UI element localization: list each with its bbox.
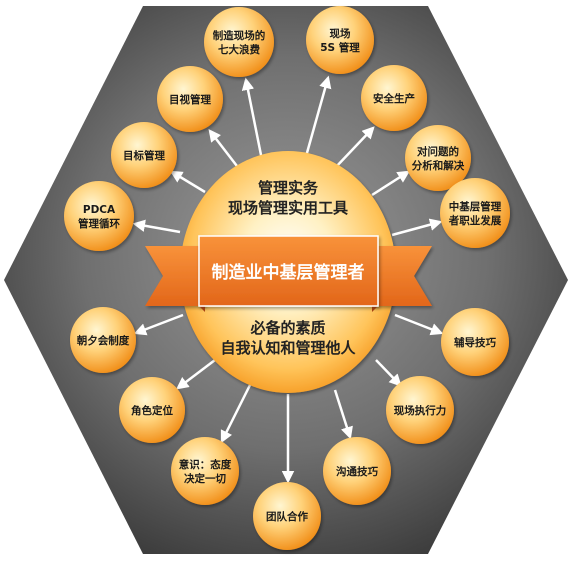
title-banner: 制造业中基层管理者 (145, 235, 432, 312)
node-career-arrow (391, 218, 443, 237)
node-waste-label-1: 制造现场的 (213, 29, 266, 42)
node-safety-circle (361, 65, 427, 131)
node-execution-circle (386, 376, 454, 444)
node-group: 制造现场的七大浪费现场5S 管理目视管理安全生产对问题的分析和解决中基层管理者职… (64, 6, 510, 550)
node-attitude-arrow (220, 384, 252, 444)
node-role: 角色定位 (119, 377, 185, 443)
node-visual-mgmt-arrow (208, 129, 241, 171)
node-waste-label-2: 七大浪费 (218, 43, 260, 56)
node-meeting-circle (70, 307, 136, 373)
node-attitude-circle (171, 437, 239, 505)
node-attitude-label-1: 意识：态度 (179, 458, 232, 471)
node-teamwork: 团队合作 (253, 482, 321, 550)
center-top-line-2: 现场管理实用工具 (228, 199, 348, 217)
node-communication-circle (323, 437, 391, 505)
banner-right-fold (372, 306, 378, 312)
center-bottom-line-1: 必备的素质 (249, 319, 325, 337)
node-visual-mgmt-label-1: 目视管理 (169, 93, 211, 106)
node-meeting-arrow (133, 313, 184, 336)
node-waste-circle (204, 7, 274, 77)
node-pdca-arrow (132, 219, 181, 234)
node-coaching: 辅导技巧 (441, 308, 509, 376)
node-problem-solving-arrow (371, 170, 411, 197)
node-5s-arrow (303, 75, 332, 161)
node-problem-solving-label-1: 对问题的 (417, 145, 459, 158)
node-visual-mgmt: 目视管理 (157, 66, 223, 132)
node-pdca-label-1: PDCA (83, 204, 116, 216)
node-coaching-circle (441, 308, 509, 376)
node-goal-mgmt: 目标管理 (111, 122, 177, 188)
node-5s-label-1: 现场 (330, 27, 351, 40)
node-meeting: 朝夕会制度 (70, 307, 136, 373)
node-goal-mgmt-circle (111, 122, 177, 188)
node-visual-mgmt-circle (157, 66, 223, 132)
node-role-circle (119, 377, 185, 443)
node-career-label-2: 者职业发展 (448, 214, 502, 227)
node-goal-mgmt-arrow (169, 170, 206, 194)
node-attitude-label-2: 决定一切 (184, 472, 226, 485)
node-safety-label-1: 安全生产 (373, 92, 415, 105)
node-execution: 现场执行力 (386, 376, 454, 444)
arrow-group (132, 75, 444, 484)
node-safety-arrow (334, 126, 375, 169)
node-career-label-1: 中基层管理 (449, 200, 502, 213)
node-communication: 沟通技巧 (323, 437, 391, 505)
node-teamwork-label-1: 团队合作 (266, 510, 308, 523)
center-bottom-line-2: 自我认知和管理他人 (220, 339, 356, 357)
node-pdca-circle (64, 181, 134, 251)
node-goal-mgmt-label-1: 目标管理 (123, 149, 165, 162)
node-teamwork-circle (253, 482, 321, 550)
node-meeting-label-1: 朝夕会制度 (77, 334, 130, 347)
banner-main (198, 235, 379, 307)
node-waste-arrow (241, 77, 264, 161)
node-pdca-label-2: 管理循环 (78, 217, 120, 230)
node-coaching-arrow (394, 313, 444, 336)
node-execution-arrow (375, 359, 402, 387)
node-5s-circle (306, 6, 374, 74)
node-role-label-1: 角色定位 (131, 404, 173, 417)
node-execution-label-1: 现场执行力 (394, 404, 447, 417)
node-coaching-label-1: 辅导技巧 (454, 336, 496, 349)
center-top-line-1: 管理实务 (258, 179, 319, 197)
banner-left-fold (199, 306, 205, 312)
node-role-arrow (176, 359, 216, 390)
node-communication-arrow (333, 389, 353, 440)
banner-left-tail (145, 246, 205, 306)
node-problem-solving-circle (405, 125, 471, 191)
node-problem-solving-label-2: 分析和解决 (412, 159, 465, 172)
banner-title: 制造业中基层管理者 (212, 262, 365, 283)
banner-right-tail (372, 246, 432, 306)
node-career-circle (440, 178, 510, 248)
node-safety: 安全生产 (361, 65, 427, 131)
node-5s-label-2: 5S 管理 (320, 41, 360, 54)
node-communication-label-1: 沟通技巧 (336, 465, 378, 478)
